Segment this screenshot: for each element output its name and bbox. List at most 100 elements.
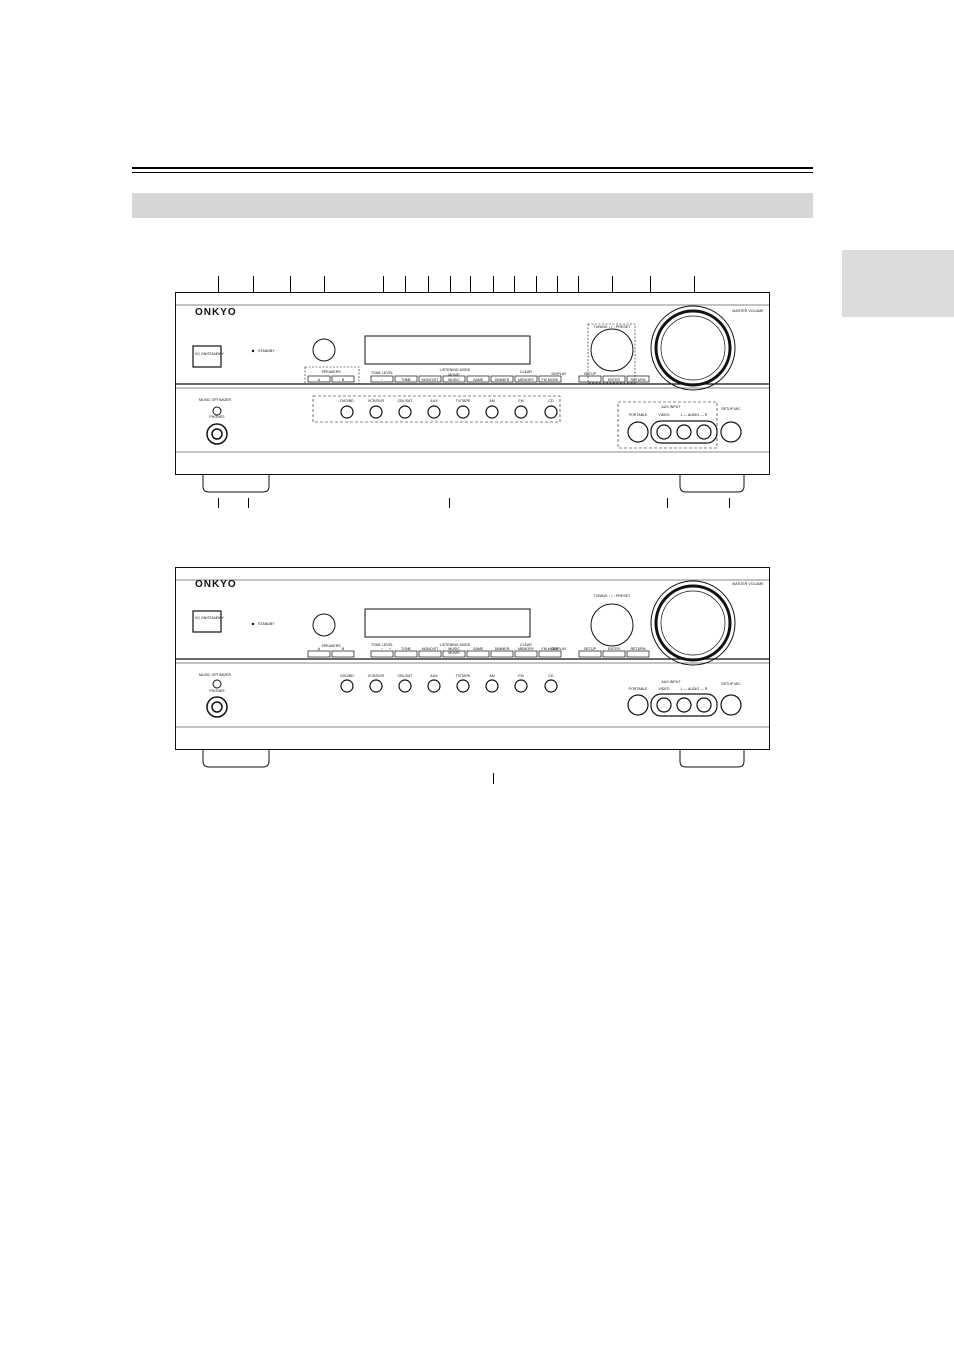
mode-movie-button[interactable]: MOVIE	[448, 651, 460, 655]
power-label: ON/STANDBY	[200, 352, 224, 356]
upper-panel-drawing	[175, 292, 770, 493]
mode-music-button[interactable]: MUSIC	[448, 378, 460, 382]
input-tv-tape[interactable]: TV/TAPE	[455, 674, 471, 678]
mode-game-button[interactable]: GAME	[472, 378, 484, 382]
aux-input-group-label: AUX INPUT	[661, 680, 681, 684]
tone-level-plus-button[interactable]: +	[404, 378, 408, 382]
speakers-b-button[interactable]: B	[341, 647, 345, 651]
input-cd[interactable]: CD	[548, 399, 554, 403]
lower-panel-drawing	[175, 567, 770, 768]
music-optimizer-button	[212, 406, 222, 416]
input-cbl-sat[interactable]: CBL/SAT	[397, 399, 413, 403]
tuning-dpad	[590, 603, 634, 647]
aux-input-jacks	[627, 420, 742, 444]
tuning-preset-label: TUNING ↓ / ↑ PRESET	[593, 594, 631, 598]
dimmer-button[interactable]: DIMMER	[494, 647, 510, 651]
brand-logo: ONKYO	[195, 307, 237, 318]
mode-music-button[interactable]: MUSIC	[448, 647, 460, 651]
tuning-preset-label: TUNING ↓ / ↑ PRESET	[593, 325, 631, 329]
header-rule-thin	[132, 172, 813, 173]
setup-button[interactable]: SETUP	[584, 372, 596, 376]
setup-mic-label: SETUP MIC	[721, 682, 741, 686]
chapter-side-tab	[842, 250, 954, 317]
mode-stereo-button[interactable]: MONO/ST	[421, 647, 439, 651]
aux-input-group-label: AUX INPUT	[661, 405, 681, 409]
input-aux[interactable]: AUX	[430, 674, 438, 678]
display-button[interactable]: DISPLAY	[551, 647, 567, 651]
speakers-a-button[interactable]: A	[317, 378, 321, 382]
aux-input-jacks	[627, 693, 742, 717]
power-button-label[interactable]: I/⏻ ON/STANDBY	[195, 616, 224, 620]
speakers-a-button[interactable]: A	[317, 647, 321, 651]
input-fm[interactable]: FM	[518, 399, 524, 403]
remote-sensor	[312, 613, 336, 637]
listening-mode-group-label: LISTENING MODE	[439, 643, 471, 647]
input-aux[interactable]: AUX	[430, 399, 438, 403]
display-button[interactable]: DISPLAY	[551, 372, 567, 376]
phones-jack	[206, 423, 228, 445]
phones-jack	[206, 696, 228, 718]
phones-label: PHONES	[209, 689, 225, 693]
master-volume-knob	[650, 580, 736, 666]
mode-movie-button[interactable]: MOVIE	[448, 373, 460, 377]
power-symbol: I/⏻	[195, 616, 200, 620]
music-optimizer-label: MUSIC OPTIMIZER	[199, 673, 232, 677]
tone-button[interactable]: TONE	[401, 647, 411, 651]
fm-mode-button[interactable]: FM MODE	[541, 378, 559, 382]
music-optimizer-button	[212, 679, 222, 689]
power-button-label[interactable]: I/⏻ ON/STANDBY	[195, 352, 224, 356]
speakers-group-label: SPEAKERS	[321, 370, 341, 374]
input-fm[interactable]: FM	[518, 674, 524, 678]
header-rule-thick	[132, 167, 813, 169]
input-selector-buttons	[340, 405, 558, 419]
dimmer-button[interactable]: DIMMER	[494, 378, 510, 382]
audio-lr-label: L — AUDIO — R	[680, 413, 708, 417]
input-cbl-sat[interactable]: CBL/SAT	[397, 674, 413, 678]
clear-group-label: CLEAR	[520, 370, 532, 374]
input-selector-buttons	[340, 679, 558, 693]
mode-stereo-button[interactable]: MONO/ST	[421, 378, 439, 382]
input-dvd-bd[interactable]: DVD/BD	[340, 674, 354, 678]
power-label: ON/STANDBY	[200, 616, 224, 620]
tone-button[interactable]: TONE	[401, 378, 411, 382]
enter-button[interactable]: ENTER	[607, 378, 621, 382]
tone-level-minus-button[interactable]: −	[380, 647, 384, 651]
brand-logo: ONKYO	[195, 579, 237, 590]
master-volume-label: MASTER VOLUME	[732, 582, 764, 586]
speakers-b-button[interactable]: B	[341, 378, 345, 382]
input-am[interactable]: AM	[489, 674, 495, 678]
memory-button[interactable]: MEMORY	[517, 647, 535, 651]
listening-mode-group-label: LISTENING MODE	[439, 368, 471, 372]
input-vcr-dvr[interactable]: VCR/DVR	[367, 674, 385, 678]
return-button[interactable]: RETURN	[630, 378, 646, 382]
setup-button[interactable]: SETUP	[584, 647, 596, 651]
portable-label: PORTABLE	[628, 687, 648, 691]
input-cd[interactable]: CD	[548, 674, 554, 678]
audio-lr-label: L — AUDIO — R	[680, 687, 708, 691]
input-am[interactable]: AM	[489, 399, 495, 403]
input-vcr-dvr[interactable]: VCR/DVR	[367, 399, 385, 403]
input-dvd-bd[interactable]: DVD/BD	[340, 399, 354, 403]
remote-sensor	[312, 338, 336, 362]
receiver-front-panel-lower: ONKYO I/⏻ ON/STANDBY STANDBY SPEAKERS A …	[175, 567, 770, 773]
phones-label: PHONES	[209, 415, 225, 419]
input-tv-tape[interactable]: TV/TAPE	[455, 399, 471, 403]
power-button-frame	[192, 610, 222, 633]
display-window	[364, 335, 531, 365]
standby-led	[251, 622, 255, 626]
memory-button[interactable]: MEMORY	[517, 378, 535, 382]
video-label: VIDEO	[658, 687, 670, 691]
standby-label: STANDBY	[258, 622, 275, 626]
mode-game-button[interactable]: GAME	[472, 647, 484, 651]
power-button-frame	[192, 345, 222, 368]
tuning-dpad	[590, 328, 634, 372]
enter-button[interactable]: ENTER	[607, 647, 621, 651]
power-symbol: I/⏻	[195, 352, 200, 356]
clear-group-label: CLEAR	[520, 643, 532, 647]
fm-mode-button[interactable]: FM MODE	[541, 647, 559, 651]
tone-level-plus-button[interactable]: +	[388, 647, 392, 651]
tone-level-minus-button[interactable]: −	[380, 378, 384, 382]
portable-label: PORTABLE	[628, 413, 648, 417]
return-button[interactable]: RETURN	[630, 647, 646, 651]
tone-level-group-label: TONE LEVEL	[370, 371, 394, 375]
